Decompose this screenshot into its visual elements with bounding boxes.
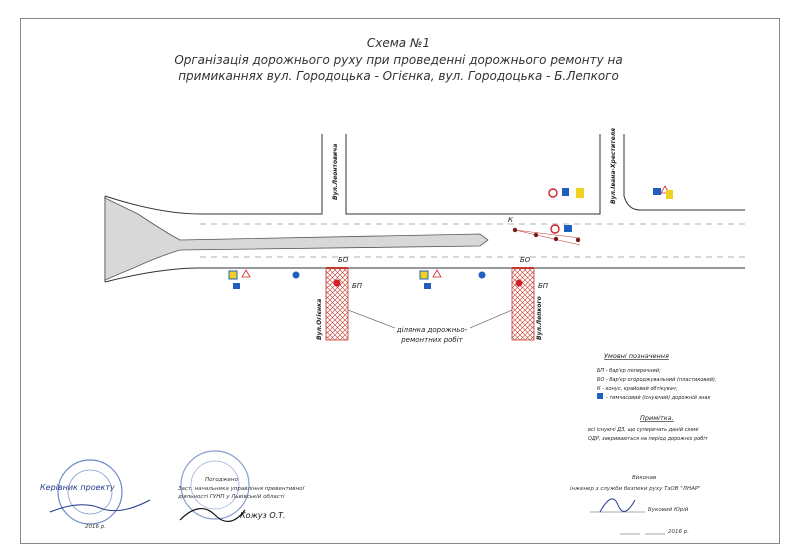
road-signs xyxy=(228,185,673,289)
note-title: Примітка. xyxy=(640,414,674,422)
street-label-lepkoho: Вул.Лепкого xyxy=(536,296,543,340)
scheme-subtitle-line2: примиканнях вул. Городоцька - Огієнка, в… xyxy=(178,69,619,83)
sign-mandatory xyxy=(478,271,486,279)
executor-year: 2016 р. xyxy=(668,529,689,535)
sign-cluster-k xyxy=(550,224,572,234)
sign-no-entry xyxy=(333,279,341,287)
project-lead-label: Керівник проекту xyxy=(40,483,115,492)
legend-title: Умовні позначення xyxy=(604,352,669,360)
note-line2: ОДР, закриваються на період дорожніх роб… xyxy=(588,436,709,442)
marker-bo-lepkoho: БО xyxy=(520,256,531,264)
approval-line1: Погоджено xyxy=(205,477,238,483)
executor-block: Виконав інженер з служби безпеки руху Тз… xyxy=(570,475,701,535)
legend-item-bp: БП - бар'єр поперечний; xyxy=(597,368,661,374)
marker-k: К xyxy=(508,216,514,224)
note: Примітка. всі існуючі ДЗ, що суперечать … xyxy=(588,414,709,442)
cone xyxy=(575,237,581,243)
stamp-approval: Погоджено Заст. начальника управління пр… xyxy=(177,450,305,522)
cone xyxy=(512,227,518,233)
legend-item-bo: БО - бар'єр огороджувальний (пластиковий… xyxy=(597,377,717,383)
scheme-subtitle-line1: Організація дорожнього руху при проведен… xyxy=(174,53,623,67)
sign-cluster-top-mid xyxy=(548,188,584,198)
cone-taper: К xyxy=(508,216,581,246)
stamp-project-lead: Керівник проекту 2016 р. xyxy=(40,459,151,530)
marker-bo-ohiienka: БО xyxy=(338,256,349,264)
street-label-leontovycha: Вул.Леонтовича xyxy=(332,144,339,200)
legend-item-k: К - конус, крайовий обтікувач; xyxy=(597,386,678,392)
approval-signature: Кожуз О.Т. xyxy=(240,511,286,520)
repair-zone-label-line2: ремонтних робіт xyxy=(400,336,463,344)
sign-cluster-bottom-mid xyxy=(419,269,442,289)
legend-item-sign: - тимчасовий (існуючий) дорожній знак xyxy=(606,395,710,401)
sign-cluster-bottom-left xyxy=(228,269,251,289)
executor-line1: Виконав xyxy=(632,475,656,481)
cone xyxy=(533,232,539,238)
drawing-frame xyxy=(20,18,780,544)
note-line1: всі існуючі ДЗ, що суперечать даній схем… xyxy=(588,427,699,433)
approval-line2: Заст. начальника управління превентивної xyxy=(178,486,305,492)
street-label-ivana: Вул.Івана-Хрестителя xyxy=(610,128,617,204)
sign-mandatory xyxy=(292,271,300,279)
scheme-title: Схема №1 xyxy=(366,36,431,50)
marker-bp-lepkoho: БП xyxy=(538,282,549,290)
executor-line2: інженер з служби безпеки руху ТзОВ "ЛНАР… xyxy=(570,486,701,492)
lane-markings xyxy=(200,223,745,258)
median-island xyxy=(104,197,489,281)
street-label-ohiienka: Вул.Огієнка xyxy=(316,299,323,340)
road-outlines xyxy=(104,134,745,283)
repair-zone-ohiienka xyxy=(325,267,349,341)
executor-name: Буковий Юрій xyxy=(648,507,689,513)
sign-cluster-top-right xyxy=(653,185,673,199)
repair-zone-lepkoho xyxy=(511,267,535,341)
project-lead-year: 2016 р. xyxy=(85,524,106,530)
cone xyxy=(553,236,559,242)
repair-zone-label-line1: ділянка дорожньо- xyxy=(396,326,468,334)
approval-line3: діяльності ГУНП у Львівській області xyxy=(177,494,285,500)
sign-no-entry xyxy=(515,279,523,287)
legend: Умовні позначення БП - бар'єр поперечний… xyxy=(597,352,717,401)
marker-bp-ohiienka: БП xyxy=(352,282,363,290)
repair-zone-callout: ділянка дорожньо- ремонтних робіт xyxy=(347,309,513,344)
